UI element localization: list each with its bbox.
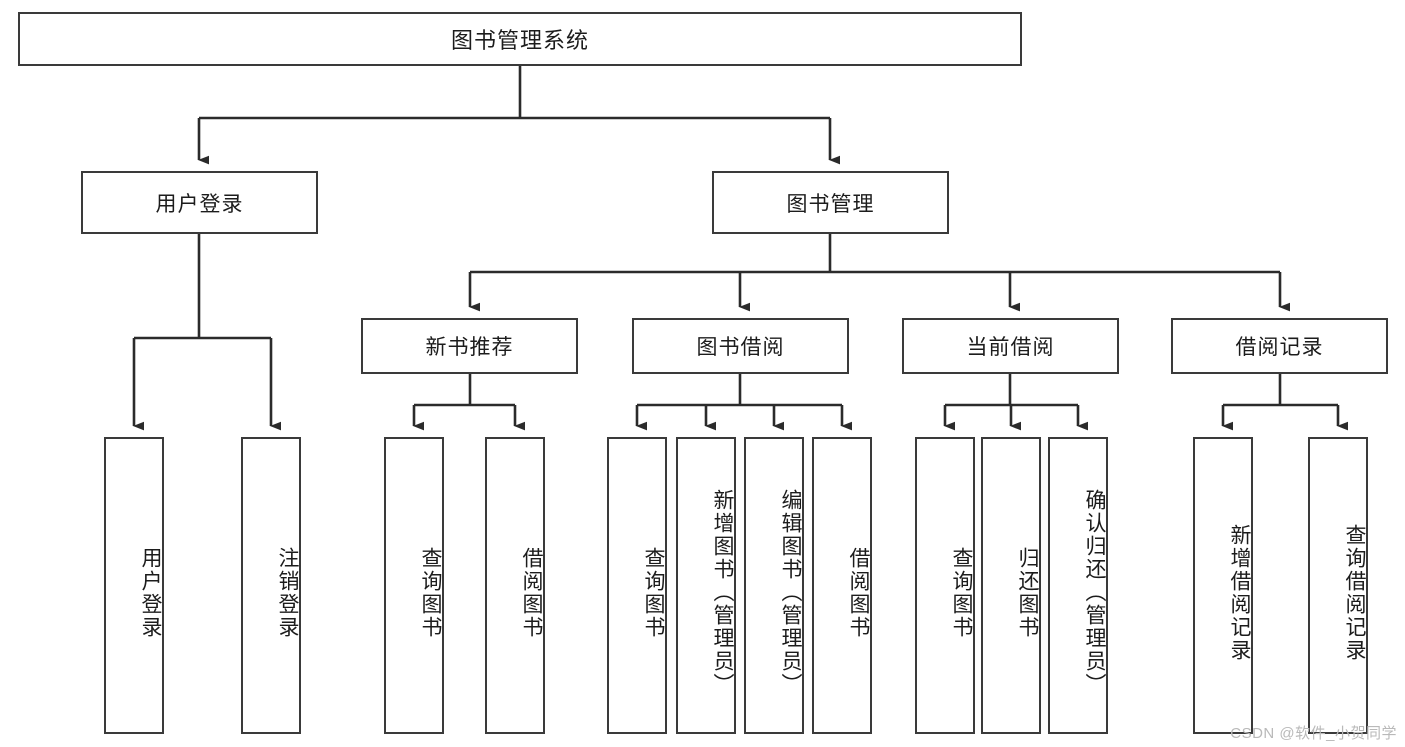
csdn-watermark: CSDN @软件_小贺同学 — [1230, 725, 1397, 742]
leaf-query-book-recommend[interactable]: 查询图书 — [384, 437, 444, 734]
node-current-borrow[interactable]: 当前借阅 — [902, 318, 1119, 374]
leaf-user-login[interactable]: 用户登录 — [104, 437, 164, 734]
leaf-add-book-admin[interactable]: 新增图书（管理员） — [676, 437, 736, 734]
node-user-login[interactable]: 用户登录 — [81, 171, 318, 234]
node-new-book-recommend[interactable]: 新书推荐 — [361, 318, 578, 374]
node-root-book-management-system[interactable]: 图书管理系统 — [18, 12, 1022, 66]
node-borrow-record[interactable]: 借阅记录 — [1171, 318, 1388, 374]
leaf-query-book[interactable]: 查询图书 — [607, 437, 667, 734]
leaf-confirm-return-admin[interactable]: 确认归还（管理员） — [1048, 437, 1108, 734]
leaf-return-book[interactable]: 归还图书 — [981, 437, 1041, 734]
leaf-query-borrow-record[interactable]: 查询借阅记录 — [1308, 437, 1368, 734]
leaf-edit-book-admin[interactable]: 编辑图书（管理员） — [744, 437, 804, 734]
leaf-logout-login[interactable]: 注销登录 — [241, 437, 301, 734]
leaf-borrow-book-recommend[interactable]: 借阅图书 — [485, 437, 545, 734]
node-book-management[interactable]: 图书管理 — [712, 171, 949, 234]
leaf-add-borrow-record[interactable]: 新增借阅记录 — [1193, 437, 1253, 734]
node-book-borrow[interactable]: 图书借阅 — [632, 318, 849, 374]
leaf-borrow-book[interactable]: 借阅图书 — [812, 437, 872, 734]
leaf-query-book-current[interactable]: 查询图书 — [915, 437, 975, 734]
